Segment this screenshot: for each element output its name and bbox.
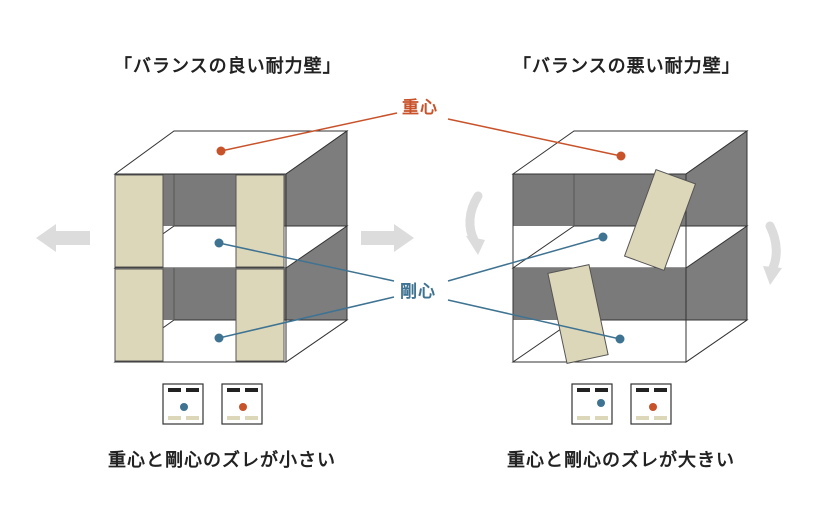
curved-arrow-down-icon [465, 191, 485, 255]
center-of-gravity-label: 重心 [398, 93, 442, 118]
curved-arrow-down-icon [763, 221, 782, 285]
center-of-rigidity-dot [214, 238, 224, 248]
center-of-gravity-leaders [220, 112, 622, 157]
arrow-left-icon [36, 224, 90, 252]
balanced-building [113, 130, 349, 363]
wall-panel [235, 268, 285, 362]
floor-plan-icon [571, 383, 613, 425]
unbalanced-building [511, 130, 749, 364]
unbalanced-caption: 重心と剛心のズレが大きい [507, 450, 735, 471]
wall-panel [114, 174, 164, 268]
wall-panel [114, 268, 164, 362]
wall-panel [235, 174, 285, 268]
balanced-caption: 重心と剛心のズレが小さい [108, 450, 336, 471]
center-of-rigidity-dot [598, 232, 608, 242]
center-of-gravity-dot [616, 151, 626, 161]
floor-plan-icon [221, 383, 263, 425]
floor-plan-icon [630, 383, 672, 425]
center-of-rigidity-dot [214, 333, 224, 343]
center-of-rigidity-leaders [218, 236, 621, 340]
balanced-walls-title: 「バランスの良い耐力壁」 [114, 56, 342, 77]
wall-panel [623, 168, 697, 272]
arrow-right-icon [361, 224, 414, 252]
center-of-gravity-dot [216, 146, 226, 156]
wall-panel [547, 264, 609, 364]
unbalanced-walls-title: 「バランスの悪い耐力壁」 [513, 56, 741, 77]
center-of-rigidity-label: 剛心 [396, 277, 440, 302]
floor-plan-icon [162, 383, 204, 425]
center-of-rigidity-dot [615, 334, 625, 344]
